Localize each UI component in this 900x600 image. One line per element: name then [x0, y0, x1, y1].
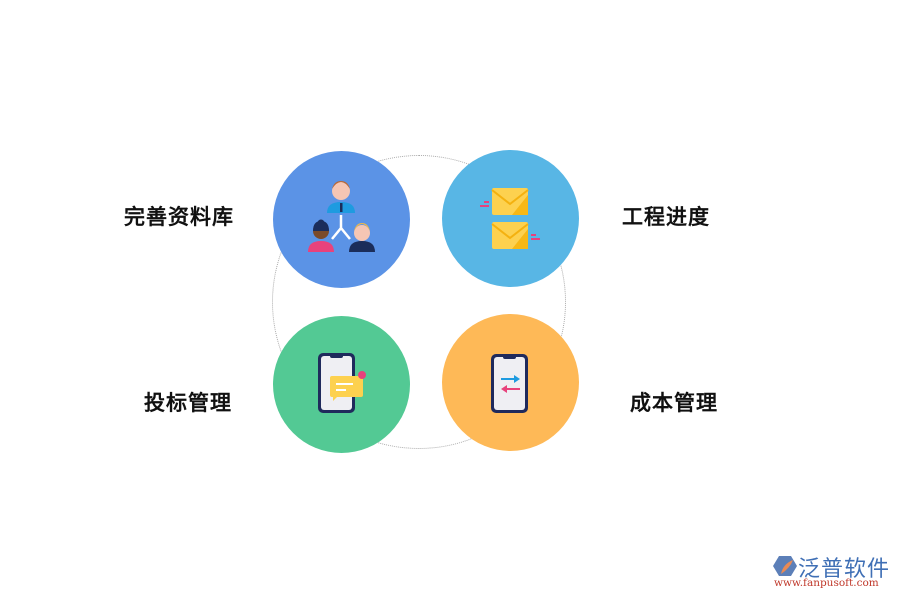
brand-url: www.fanpusoft.com	[774, 577, 879, 589]
node-database-circle	[273, 151, 410, 288]
team-hierarchy-icon	[308, 181, 375, 252]
node-progress-circle	[442, 150, 579, 287]
brand-name: 泛普软件	[798, 557, 891, 582]
node-cost-circle	[442, 314, 579, 451]
label-cost: 成本管理	[630, 391, 718, 415]
label-database: 完善资料库	[124, 205, 234, 229]
label-progress: 工程进度	[622, 205, 710, 229]
envelopes-icon	[480, 188, 540, 249]
brand-logo: 泛普软件 www.fanpusoft.com	[770, 553, 895, 593]
phone-message-icon	[318, 353, 366, 413]
fanpu-logo-icon	[773, 556, 797, 576]
phone-transfer-icon	[491, 354, 528, 413]
dotted-connector-ring	[272, 155, 566, 449]
label-bidding: 投标管理	[144, 391, 232, 415]
node-bidding-circle	[273, 316, 410, 453]
